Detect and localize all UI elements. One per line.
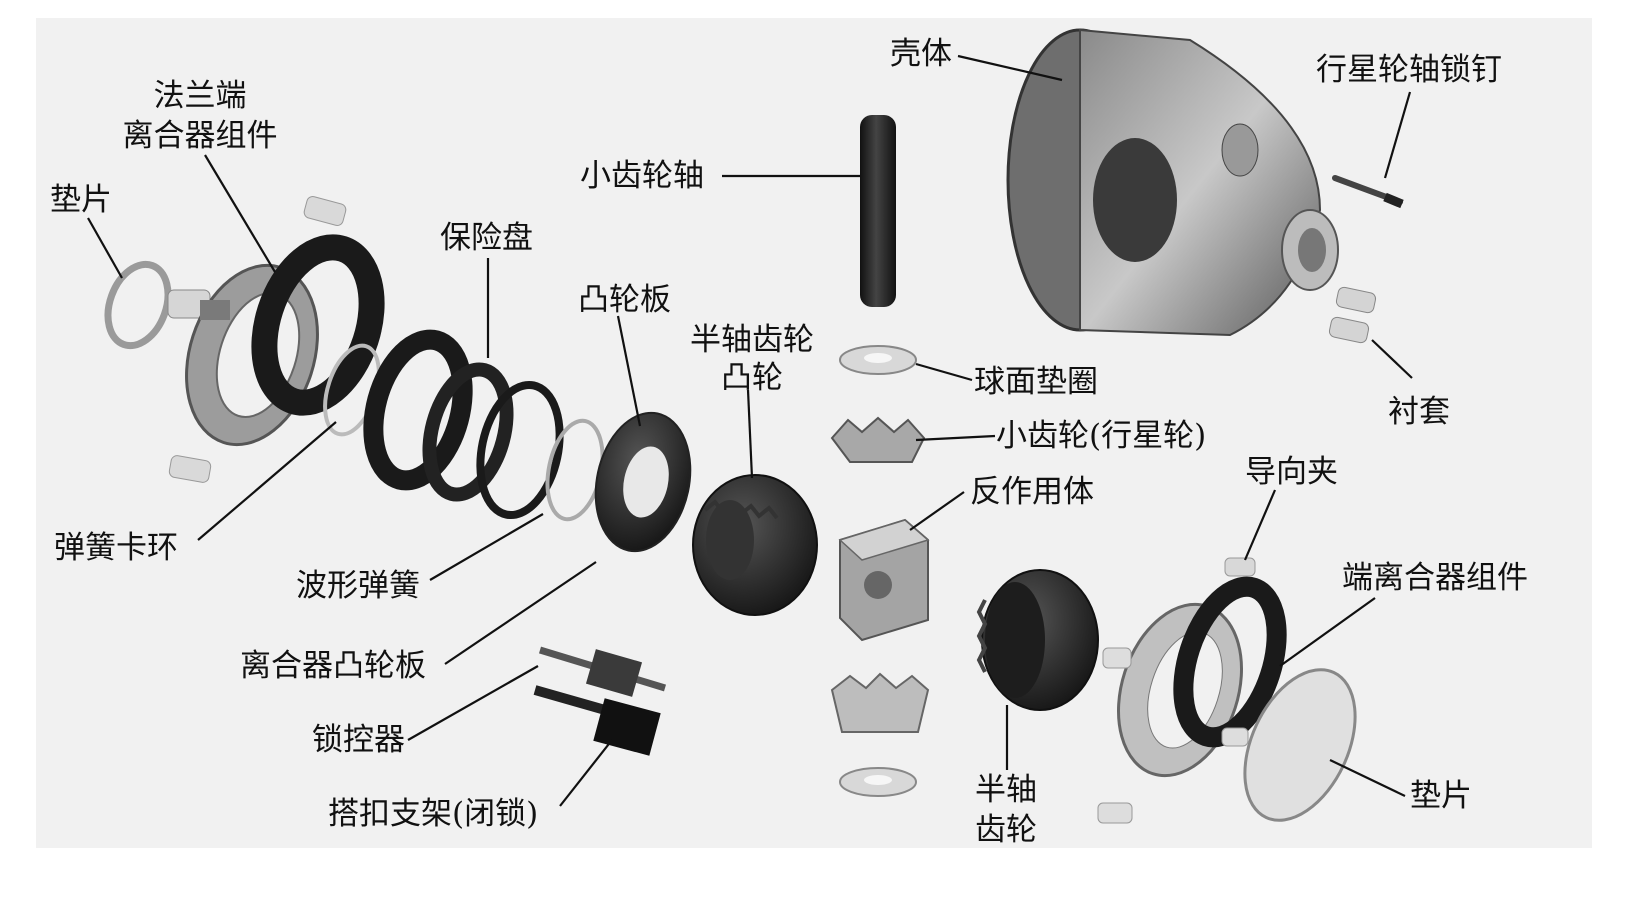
label-bushing: 衬套 xyxy=(1388,394,1450,430)
shim-left-part xyxy=(104,260,172,350)
bushing-left-parts xyxy=(167,196,347,483)
pinion-shaft-part xyxy=(860,115,896,307)
safety-disc-part xyxy=(363,329,514,502)
label-flange-clutch-line2: 离合器组件 xyxy=(122,118,278,154)
label-flange-clutch-line1: 法兰端 xyxy=(153,78,247,114)
side-gear-cam-part xyxy=(692,474,818,616)
label-latch-bracket: 搭扣支架(闭锁) xyxy=(328,796,539,832)
label-side-gear-cam-line2: 凸轮 xyxy=(721,360,783,396)
pinion-planet-part xyxy=(830,416,930,733)
leader-lines xyxy=(87,54,1413,807)
label-shim-right: 垫片 xyxy=(1410,778,1472,814)
label-spherical-washer: 球面垫圈 xyxy=(974,364,1098,400)
label-wave-spring: 波形弹簧 xyxy=(296,568,420,604)
label-pinion-planet: 小齿轮(行星轮) xyxy=(996,418,1207,454)
label-case: 壳体 xyxy=(890,36,952,72)
label-safety-disc: 保险盘 xyxy=(440,220,533,256)
case-housing-part xyxy=(1006,28,1339,337)
label-pinion-shaft: 小齿轮轴 xyxy=(580,158,704,194)
bushing-right-parts xyxy=(1328,286,1377,344)
cam-plate-part xyxy=(594,411,692,553)
pinion-shaft-lock-pin-part xyxy=(1332,175,1404,209)
guide-clip-part xyxy=(1224,557,1256,577)
label-guide-clip: 导向夹 xyxy=(1245,454,1338,490)
label-locker: 锁控器 xyxy=(312,722,405,758)
label-pinion-shaft-lock-pin: 行星轮轴锁钉 xyxy=(1316,52,1502,88)
side-gear-part xyxy=(976,569,1099,711)
label-cam-plate: 凸轮板 xyxy=(578,282,671,318)
label-reaction-block: 反作用体 xyxy=(970,474,1094,510)
label-end-clutch-assembly: 端离合器组件 xyxy=(1342,560,1528,596)
label-side-gear-cam-line1: 半轴齿轮 xyxy=(690,322,814,358)
flange-clutch-assembly-part xyxy=(185,234,385,447)
label-clutch-cam-plate: 离合器凸轮板 xyxy=(240,648,426,684)
locker-part xyxy=(538,646,667,697)
label-side-gear-line2: 齿轮 xyxy=(975,812,1037,848)
spherical-washer-part xyxy=(839,345,917,797)
label-side-gear-line1: 半轴 xyxy=(975,772,1037,808)
label-shim-left: 垫片 xyxy=(50,182,112,218)
reaction-block-part xyxy=(838,518,930,642)
end-clutch-assembly-part xyxy=(1097,576,1287,824)
label-snap-ring: 弹簧卡环 xyxy=(54,530,178,566)
